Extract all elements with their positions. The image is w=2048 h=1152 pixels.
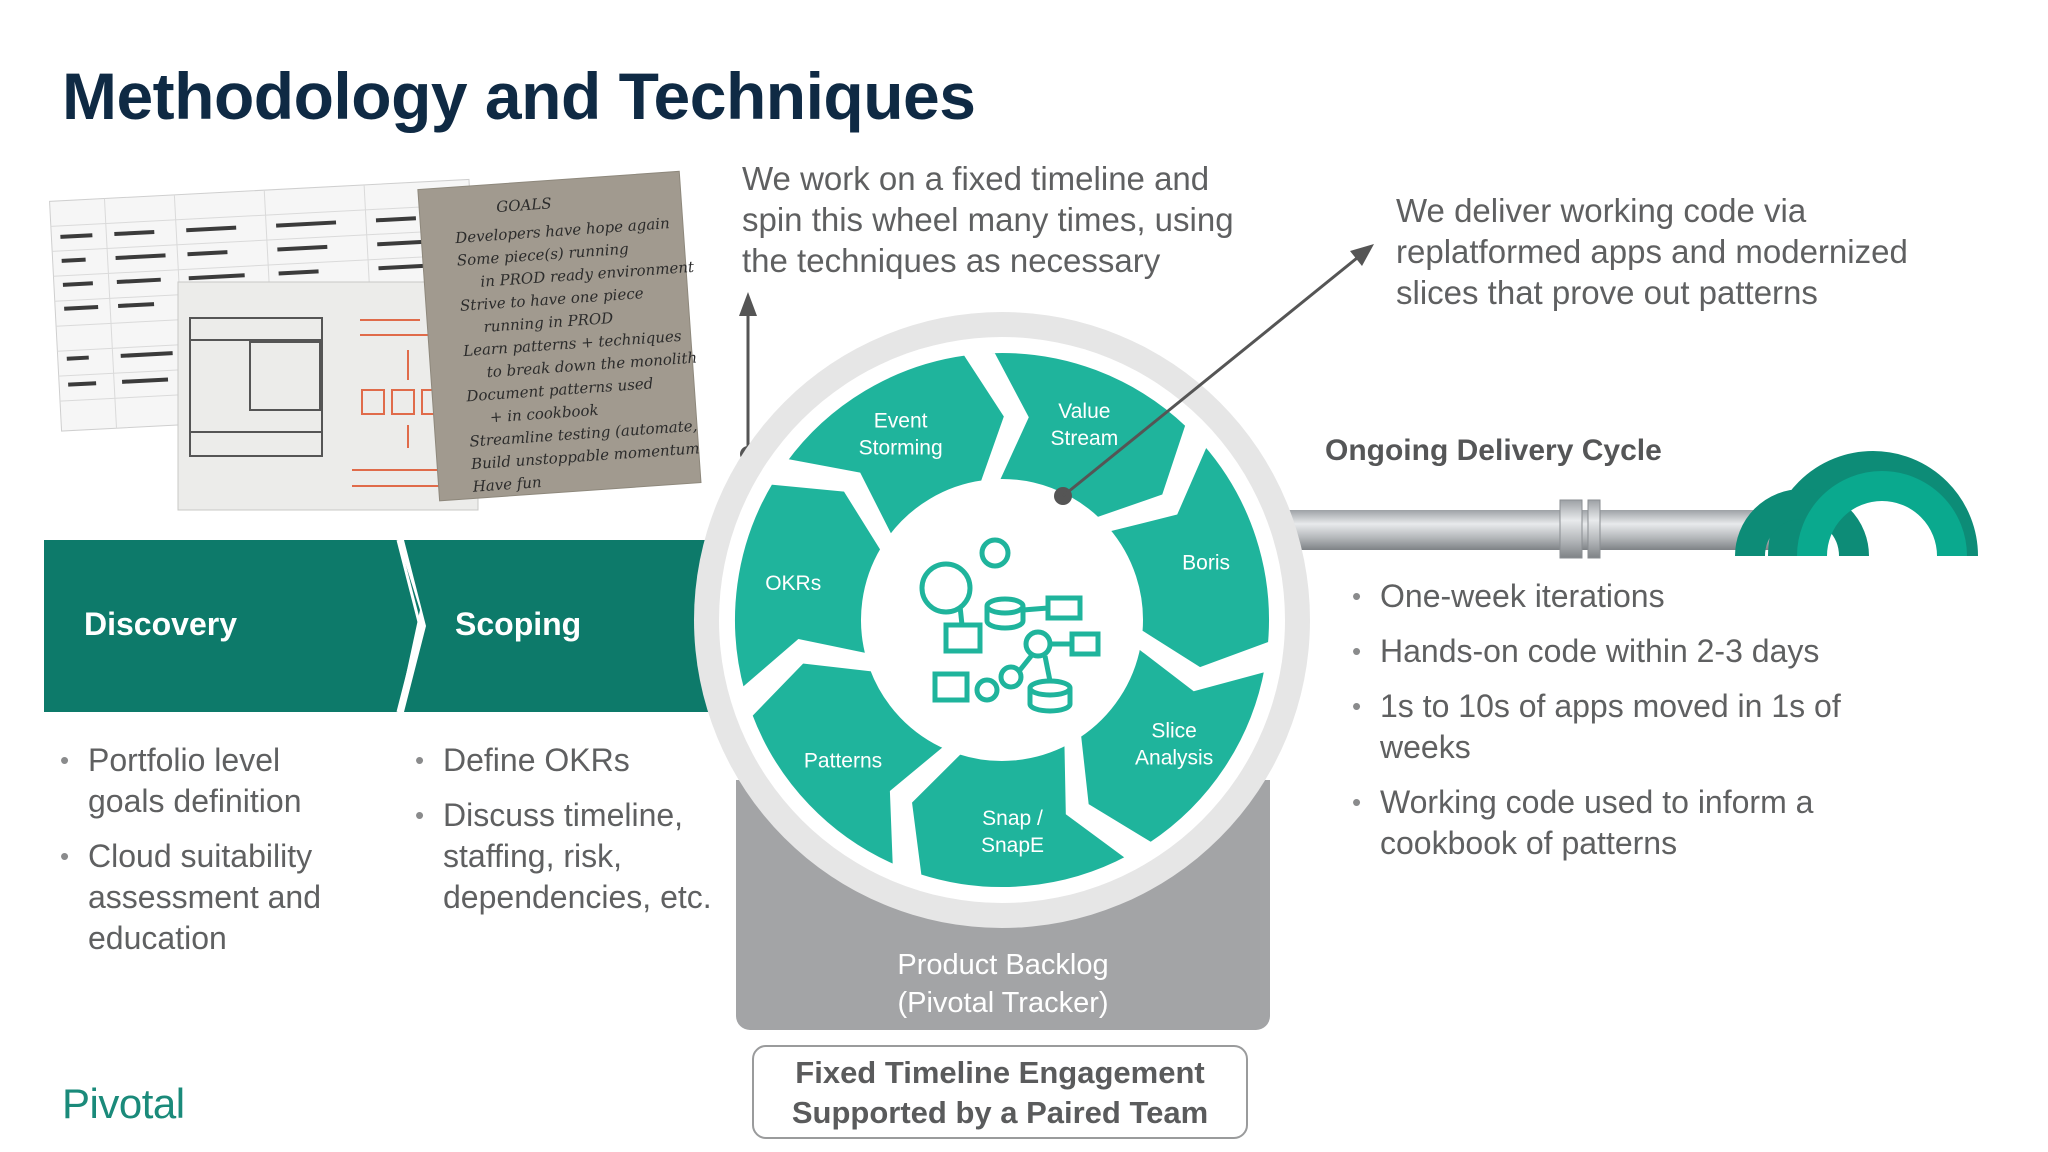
wheel-segment — [985, 347, 1193, 524]
caption-line: We deliver working code via — [1396, 192, 1807, 229]
scoping-label: Scoping — [455, 606, 582, 642]
caption-line: spin this wheel many times, using — [742, 201, 1234, 238]
wheel-segment-label: Boris — [1182, 552, 1230, 575]
wheel-segment — [905, 736, 1136, 893]
wheel-segment-label: Snap /SnapE — [981, 807, 1044, 857]
delivery-cycle-label: Ongoing Delivery Cycle — [1325, 434, 1662, 467]
delivery-bullets: One-week iterations Hands-on code within… — [1352, 576, 1872, 878]
caption-line: slices that prove out patterns — [1396, 274, 1818, 311]
discovery-label: Discovery — [84, 606, 237, 642]
delivery-arrow — [1054, 244, 1374, 505]
list-item: Hands-on code within 2-3 days — [1352, 631, 1872, 672]
fixed-timeline-caption: We work on a fixed timeline and spin thi… — [742, 158, 1234, 281]
caption-line: replatformed apps and modernized — [1396, 233, 1908, 270]
discovery-chevron — [44, 540, 420, 712]
goals-heading: GOALS — [496, 194, 552, 216]
list-item: Cloud suitability assessment and educati… — [60, 836, 360, 959]
product-backlog-label: Product Backlog (Pivotal Tracker) — [736, 946, 1270, 1022]
backlog-line: (Pivotal Tracker) — [897, 987, 1109, 1019]
caption-line: the techniques as necessary — [742, 242, 1161, 279]
pivotal-logo: Pivotal — [62, 1080, 185, 1127]
discovery-bullets: Portfolio level goals definition Cloud s… — [60, 740, 360, 973]
list-item: Portfolio level goals definition — [60, 740, 360, 822]
list-item: Define OKRs — [415, 740, 715, 781]
delivery-pipe — [1270, 499, 1770, 559]
deliver-caption: We deliver working code via replatformed… — [1396, 190, 1908, 313]
backlog-line: Product Backlog — [897, 949, 1109, 981]
wheel-segment — [1074, 639, 1272, 849]
scoping-bullets: Define OKRs Discuss timeline, staffing, … — [415, 740, 715, 932]
arch-logo-icon — [1735, 451, 1978, 557]
phase-band — [44, 539, 750, 713]
wheel-hub — [872, 490, 1132, 750]
engagement-line: Fixed Timeline Engagement — [795, 1055, 1205, 1090]
page-title: Methodology and Techniques — [62, 59, 976, 133]
wheel-segment — [745, 657, 954, 873]
engagement-box: Fixed Timeline Engagement Supported by a… — [752, 1045, 1248, 1139]
engagement-line: Supported by a Paired Team — [791, 1095, 1209, 1130]
list-item: One-week iterations — [1352, 576, 1872, 617]
scoping-chevron — [404, 540, 750, 712]
caption-line: We work on a fixed timeline and — [742, 160, 1210, 197]
wheel-segment-label: OKRs — [765, 572, 821, 595]
list-item: Discuss timeline, staffing, risk, depend… — [415, 795, 715, 918]
wheel-segment-label: Patterns — [804, 749, 882, 772]
architecture-icon — [919, 537, 1101, 714]
list-item: 1s to 10s of apps moved in 1s of weeks — [1352, 686, 1872, 768]
wheel-segment — [1100, 436, 1275, 674]
timeline-arrow — [739, 292, 757, 462]
goals-line: Have fun — [471, 473, 542, 496]
wheel-segment — [729, 478, 888, 698]
wheel-segment — [778, 349, 1011, 545]
list-item: Working code used to inform a cookbook o… — [1352, 782, 1872, 864]
